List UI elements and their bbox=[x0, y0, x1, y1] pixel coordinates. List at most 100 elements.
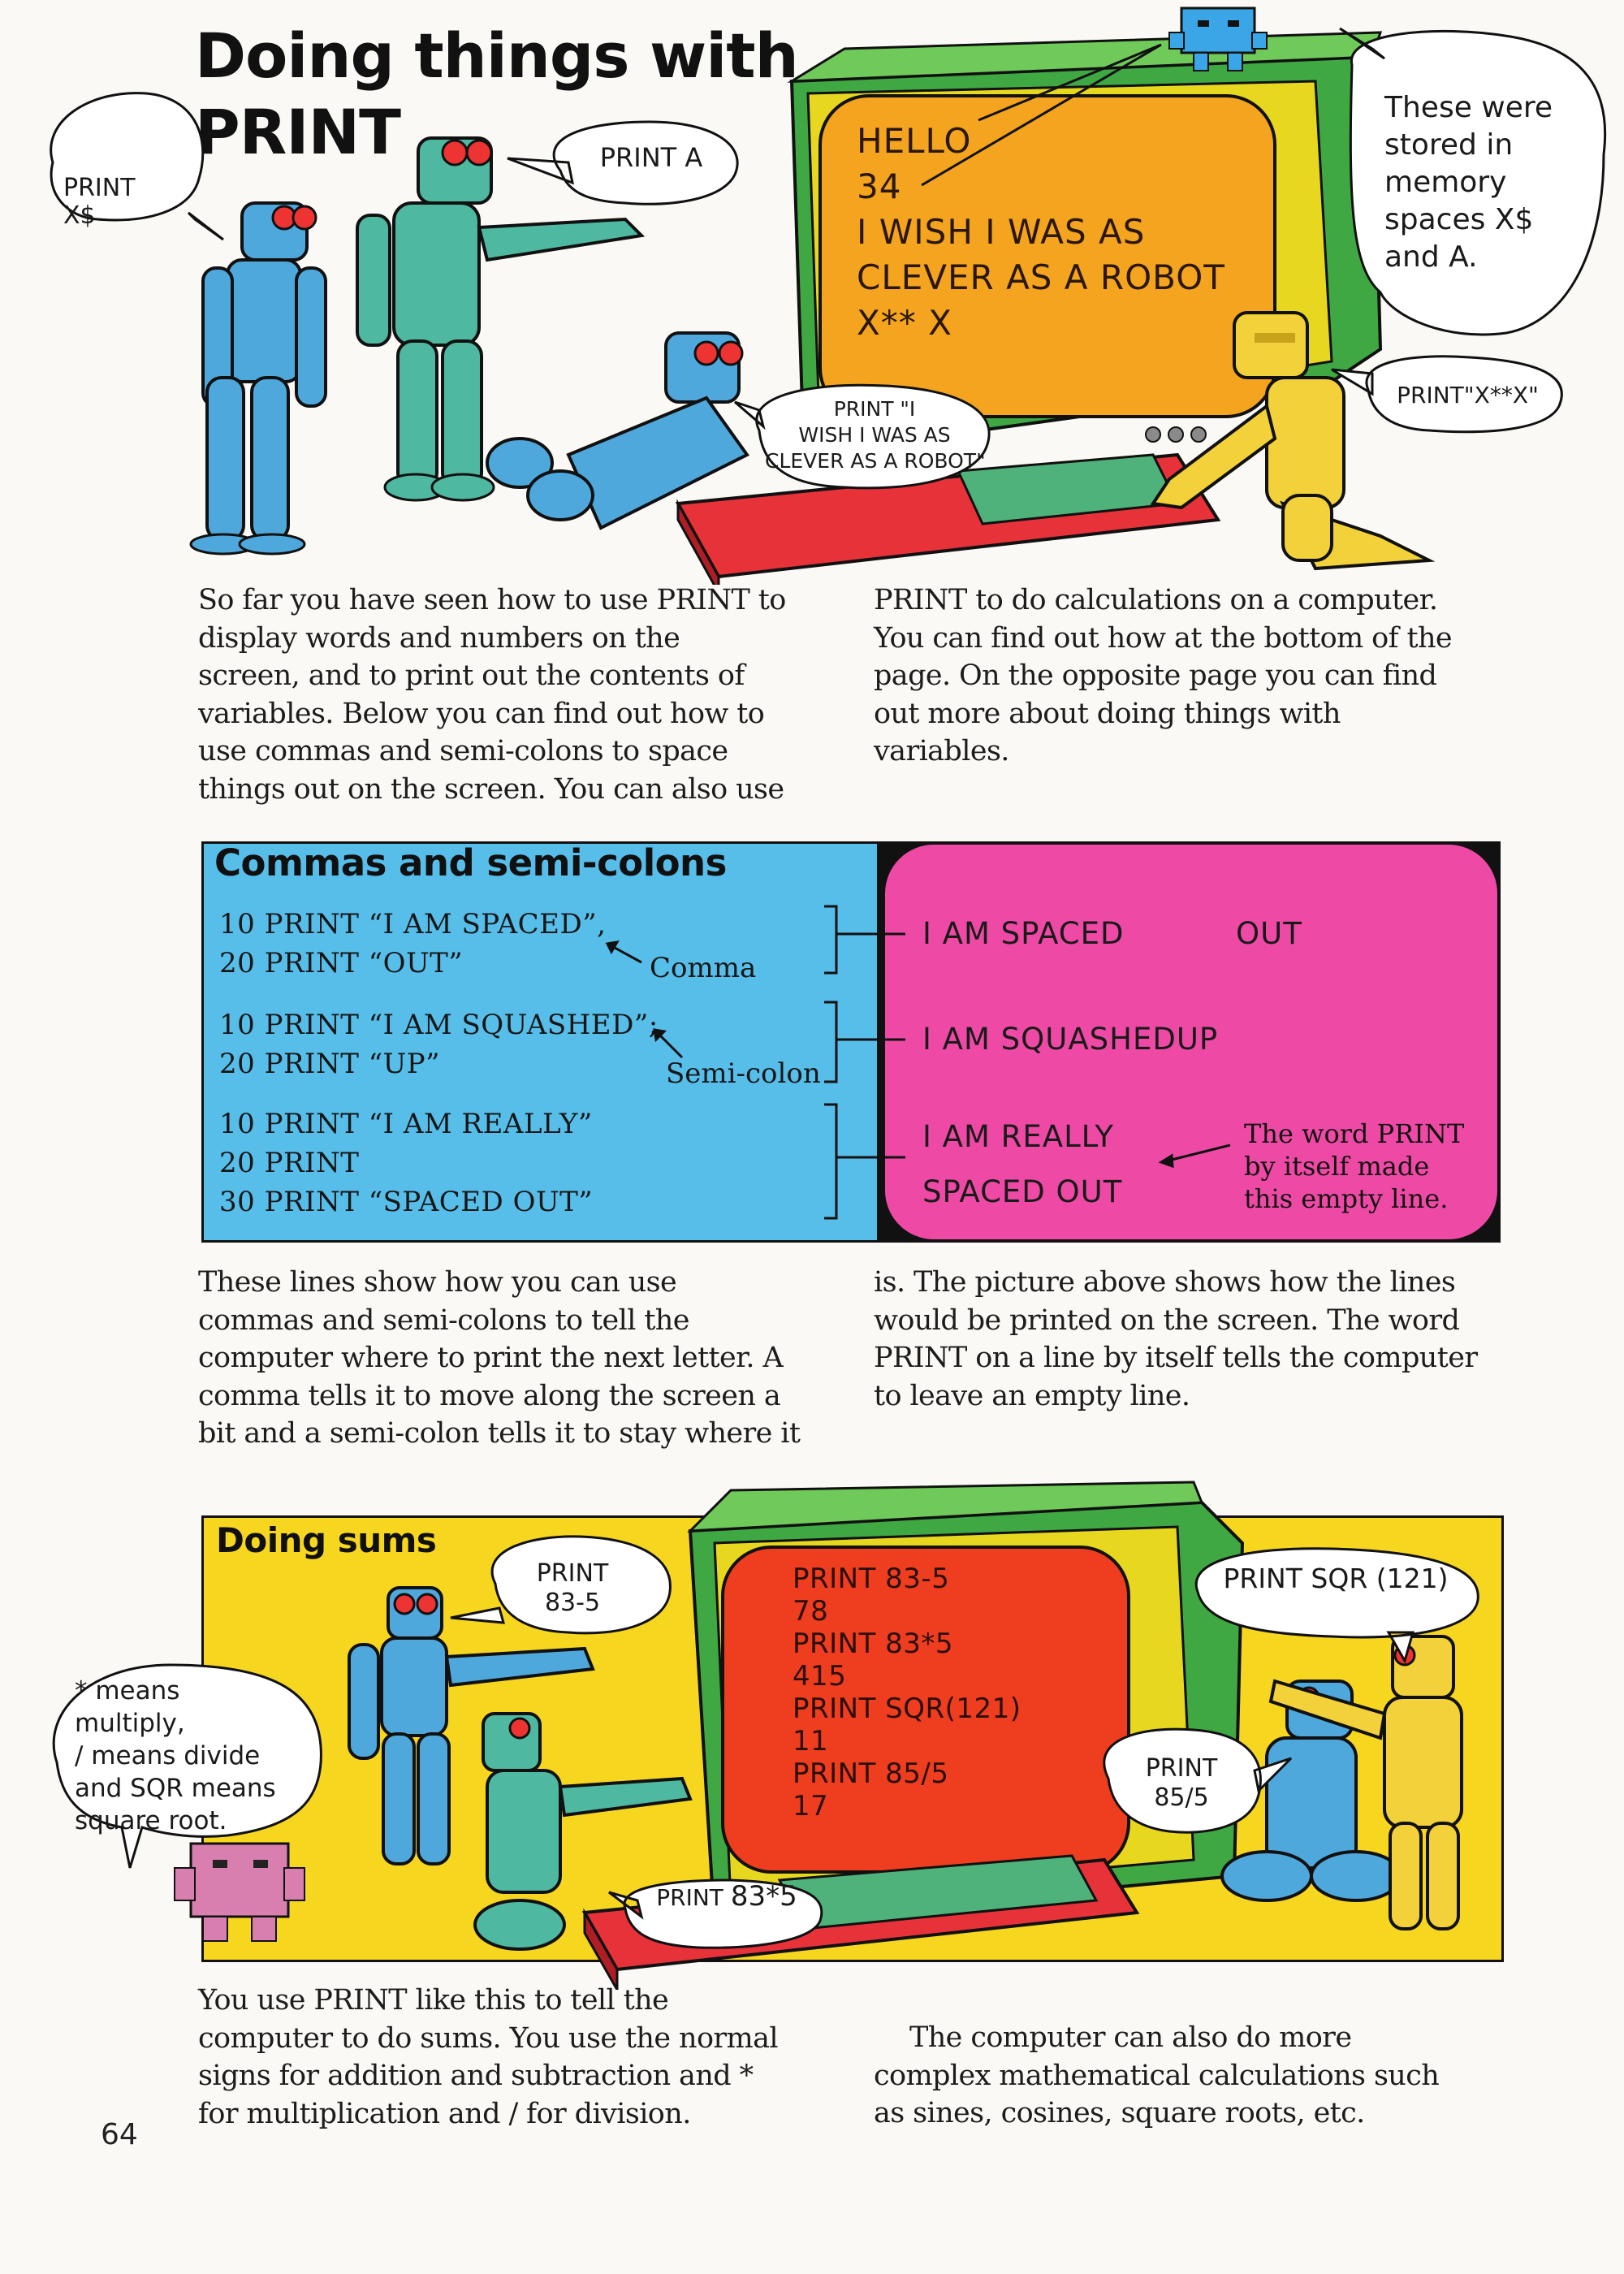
screen-line: PRINT SQR(121) bbox=[793, 1693, 1021, 1725]
bubble-print-xs: PRINT X$ bbox=[63, 175, 153, 230]
text-line: So far you have seen how to use PRINT to bbox=[198, 584, 786, 616]
text-line: would be printed on the screen. The word bbox=[874, 1303, 1460, 1337]
text-line: variables. Below you can find out how to bbox=[198, 697, 765, 730]
semicolon-note: Semi-colon bbox=[666, 1057, 821, 1090]
code-line: 20 PRINT bbox=[219, 1147, 360, 1179]
robot-yellow-kneeling-illustration bbox=[1150, 311, 1436, 571]
page-title: Doing things with PRINT bbox=[195, 18, 812, 171]
text-line: as sines, cosines, square roots, etc. bbox=[874, 2097, 1365, 2129]
bubble-line: PRINT SQR (121) bbox=[1223, 1563, 1449, 1594]
sums-right-paragraph: The computer can also do more complex ma… bbox=[874, 2019, 1440, 2133]
text-line: You use PRINT like this to tell the bbox=[198, 1984, 669, 2017]
text-line: comma tells it to move along the screen … bbox=[198, 1379, 781, 1412]
bubble-print-a-shape bbox=[507, 120, 739, 205]
sums-screen-text: PRINT 83-5 78 PRINT 83*5 415 PRINT SQR(1… bbox=[793, 1563, 1021, 1822]
code-line: 20 PRINT “OUT” bbox=[219, 947, 464, 979]
text-line: complex mathematical calculations such bbox=[874, 2059, 1440, 2092]
note-line: by itself made bbox=[1244, 1151, 1430, 1182]
bubble-line: These were bbox=[1384, 91, 1553, 124]
bubble-print-x-shape bbox=[1331, 355, 1563, 434]
output-spaced-out: SPACED OUT bbox=[922, 1174, 1123, 1209]
bubble-83x5: PRINT 83*5 bbox=[637, 1883, 816, 1911]
text-line: You can find out how at the bottom of th… bbox=[874, 621, 1453, 655]
output-squashed: I AM SQUASHEDUP bbox=[922, 1022, 1219, 1057]
text-line: is. The picture above shows how the line… bbox=[874, 1266, 1456, 1299]
bubble-wish-shape bbox=[734, 383, 991, 490]
text-line: page. On the opposite page you can find bbox=[874, 659, 1437, 692]
robot-green-pointing-illustration bbox=[356, 136, 646, 502]
bubble-print-xs-shape bbox=[50, 92, 224, 241]
text-line: computer where to print the next letter.… bbox=[198, 1342, 784, 1374]
robot-green-sums-illustration bbox=[473, 1712, 693, 1951]
empty-line-note: The word PRINT by itself made this empty… bbox=[1244, 1118, 1464, 1215]
text-line: display words and numbers on the bbox=[198, 621, 680, 655]
bubble-line: 85/5 bbox=[1154, 1783, 1209, 1812]
bubble-line: / means divide bbox=[75, 1741, 261, 1770]
text-line: signs for addition and subtraction and * bbox=[198, 2060, 754, 2092]
bubble-line: PRINT "I bbox=[833, 397, 916, 421]
pink-invader-icon bbox=[174, 1842, 305, 1942]
commas-connectors bbox=[605, 905, 1231, 1220]
screen-line: X** X bbox=[857, 303, 952, 343]
code-line: 10 PRINT “I AM SPACED”, bbox=[219, 908, 607, 940]
code-line: 20 PRINT “UP” bbox=[219, 1048, 441, 1080]
screen-line: 34 bbox=[857, 166, 902, 206]
output-out: OUT bbox=[1236, 916, 1302, 951]
bubble-85-5: PRINT 85/5 bbox=[1112, 1754, 1250, 1813]
intro-right-paragraph: PRINT to do calculations on a computer. … bbox=[874, 581, 1453, 771]
robot-blue-standing-illustration bbox=[189, 201, 327, 556]
sums-heading: Doing sums bbox=[216, 1520, 437, 1560]
bubble-stored-shape bbox=[1339, 27, 1607, 336]
bubble-wish: PRINT "I WISH I WAS AS CLEVER AS A ROBOT… bbox=[765, 396, 986, 474]
text-line: variables. bbox=[874, 735, 1009, 767]
bubble-line: spaces X$ bbox=[1384, 203, 1534, 236]
text-line: to leave an empty line. bbox=[874, 1379, 1190, 1412]
output-really: I AM REALLY bbox=[922, 1119, 1114, 1154]
bubble-line: X$ bbox=[63, 201, 96, 230]
text-line: for multiplication and / for division. bbox=[198, 2097, 691, 2130]
bubble-line: 83*5 bbox=[730, 1880, 797, 1913]
sums-illustration bbox=[52, 1481, 1479, 1990]
bubble-print-x: PRINT"X**X" bbox=[1384, 382, 1551, 409]
screen-line: 11 bbox=[793, 1725, 829, 1757]
robot-blue-lying-illustration bbox=[486, 331, 749, 530]
screen-line: PRINT 83-5 bbox=[793, 1563, 950, 1595]
bubble-85-5-shape bbox=[1103, 1727, 1293, 1834]
bubble-line: and A. bbox=[1384, 240, 1478, 274]
commas-code-panel bbox=[201, 841, 879, 1243]
bubble-line: PRINT bbox=[1145, 1754, 1218, 1783]
bubble-line: memory bbox=[1384, 166, 1507, 199]
bubble-83-5-shape bbox=[450, 1535, 672, 1635]
code-group-comma: 10 PRINT “I AM SPACED”, 20 PRINT “OUT” bbox=[219, 905, 606, 983]
bubble-line: PRINT bbox=[656, 1884, 723, 1911]
bubble-line: * means bbox=[75, 1676, 180, 1706]
text-line: screen, and to print out the contents of bbox=[198, 659, 745, 692]
bubble-multiply-shape bbox=[52, 1663, 322, 1869]
page-title-line2: PRINT bbox=[195, 96, 401, 168]
bubble-print-a: PRINT A bbox=[578, 142, 724, 173]
bubble-line: PRINT A bbox=[599, 142, 703, 173]
space-invader-icon bbox=[1168, 6, 1268, 71]
commas-left-paragraph: These lines show how you can use commas … bbox=[198, 1264, 801, 1453]
sums-left-paragraph: You use PRINT like this to tell the comp… bbox=[198, 1982, 779, 2133]
screen-line: CLEVER AS A ROBOT bbox=[857, 257, 1225, 297]
bubble-line: PRINT"X**X" bbox=[1397, 382, 1539, 409]
screen-line: 78 bbox=[793, 1595, 829, 1628]
bubble-line: stored in bbox=[1384, 128, 1514, 162]
bubble-stored: These were stored in memory spaces X$ an… bbox=[1384, 89, 1587, 276]
commas-right-paragraph: is. The picture above shows how the line… bbox=[874, 1264, 1478, 1415]
text-line: use commas and semi-colons to space bbox=[198, 735, 728, 767]
top-keyboard-illustration bbox=[675, 452, 1221, 585]
top-illustration bbox=[50, 6, 1607, 585]
bubble-line: and SQR means bbox=[75, 1774, 276, 1803]
page-title-line1: Doing things with bbox=[195, 19, 799, 92]
note-line: this empty line. bbox=[1244, 1183, 1449, 1214]
text-line: These lines show how you can use bbox=[198, 1266, 677, 1299]
commas-output-screen bbox=[885, 845, 1497, 1239]
screen-line: 415 bbox=[793, 1660, 847, 1693]
screen-line: PRINT 83*5 bbox=[793, 1628, 954, 1660]
code-line: 10 PRINT “I AM SQUASHED”; bbox=[219, 1009, 659, 1041]
note-line: The word PRINT bbox=[1244, 1118, 1465, 1149]
text-line: out more about doing things with bbox=[874, 697, 1341, 730]
code-group-semicolon: 10 PRINT “I AM SQUASHED”; 20 PRINT “UP” bbox=[219, 1005, 659, 1083]
